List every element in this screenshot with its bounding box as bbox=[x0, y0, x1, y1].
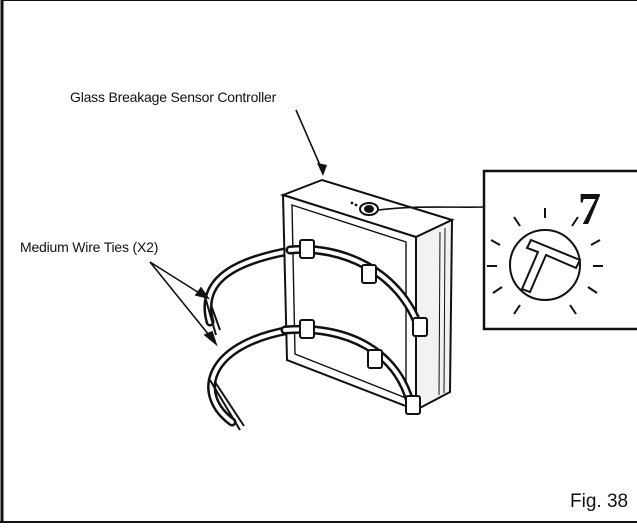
wire-ties-label: Medium Wire Ties (X2) bbox=[20, 239, 158, 255]
sensor-controller-box bbox=[279, 178, 455, 412]
wire-ties bbox=[203, 245, 300, 427]
dial-setting-number: 7 bbox=[578, 183, 601, 234]
tie-tails bbox=[205, 299, 245, 431]
controller-label: Glass Breakage Sensor Controller bbox=[70, 89, 277, 105]
tie-clips bbox=[299, 239, 428, 415]
dial-detail-inset: 7 bbox=[482, 169, 637, 331]
controller-leader bbox=[295, 109, 327, 176]
wire-ties-leader bbox=[149, 261, 218, 347]
figure-number: Fig. 38 bbox=[570, 491, 628, 512]
dial-callout-leader bbox=[377, 206, 484, 211]
